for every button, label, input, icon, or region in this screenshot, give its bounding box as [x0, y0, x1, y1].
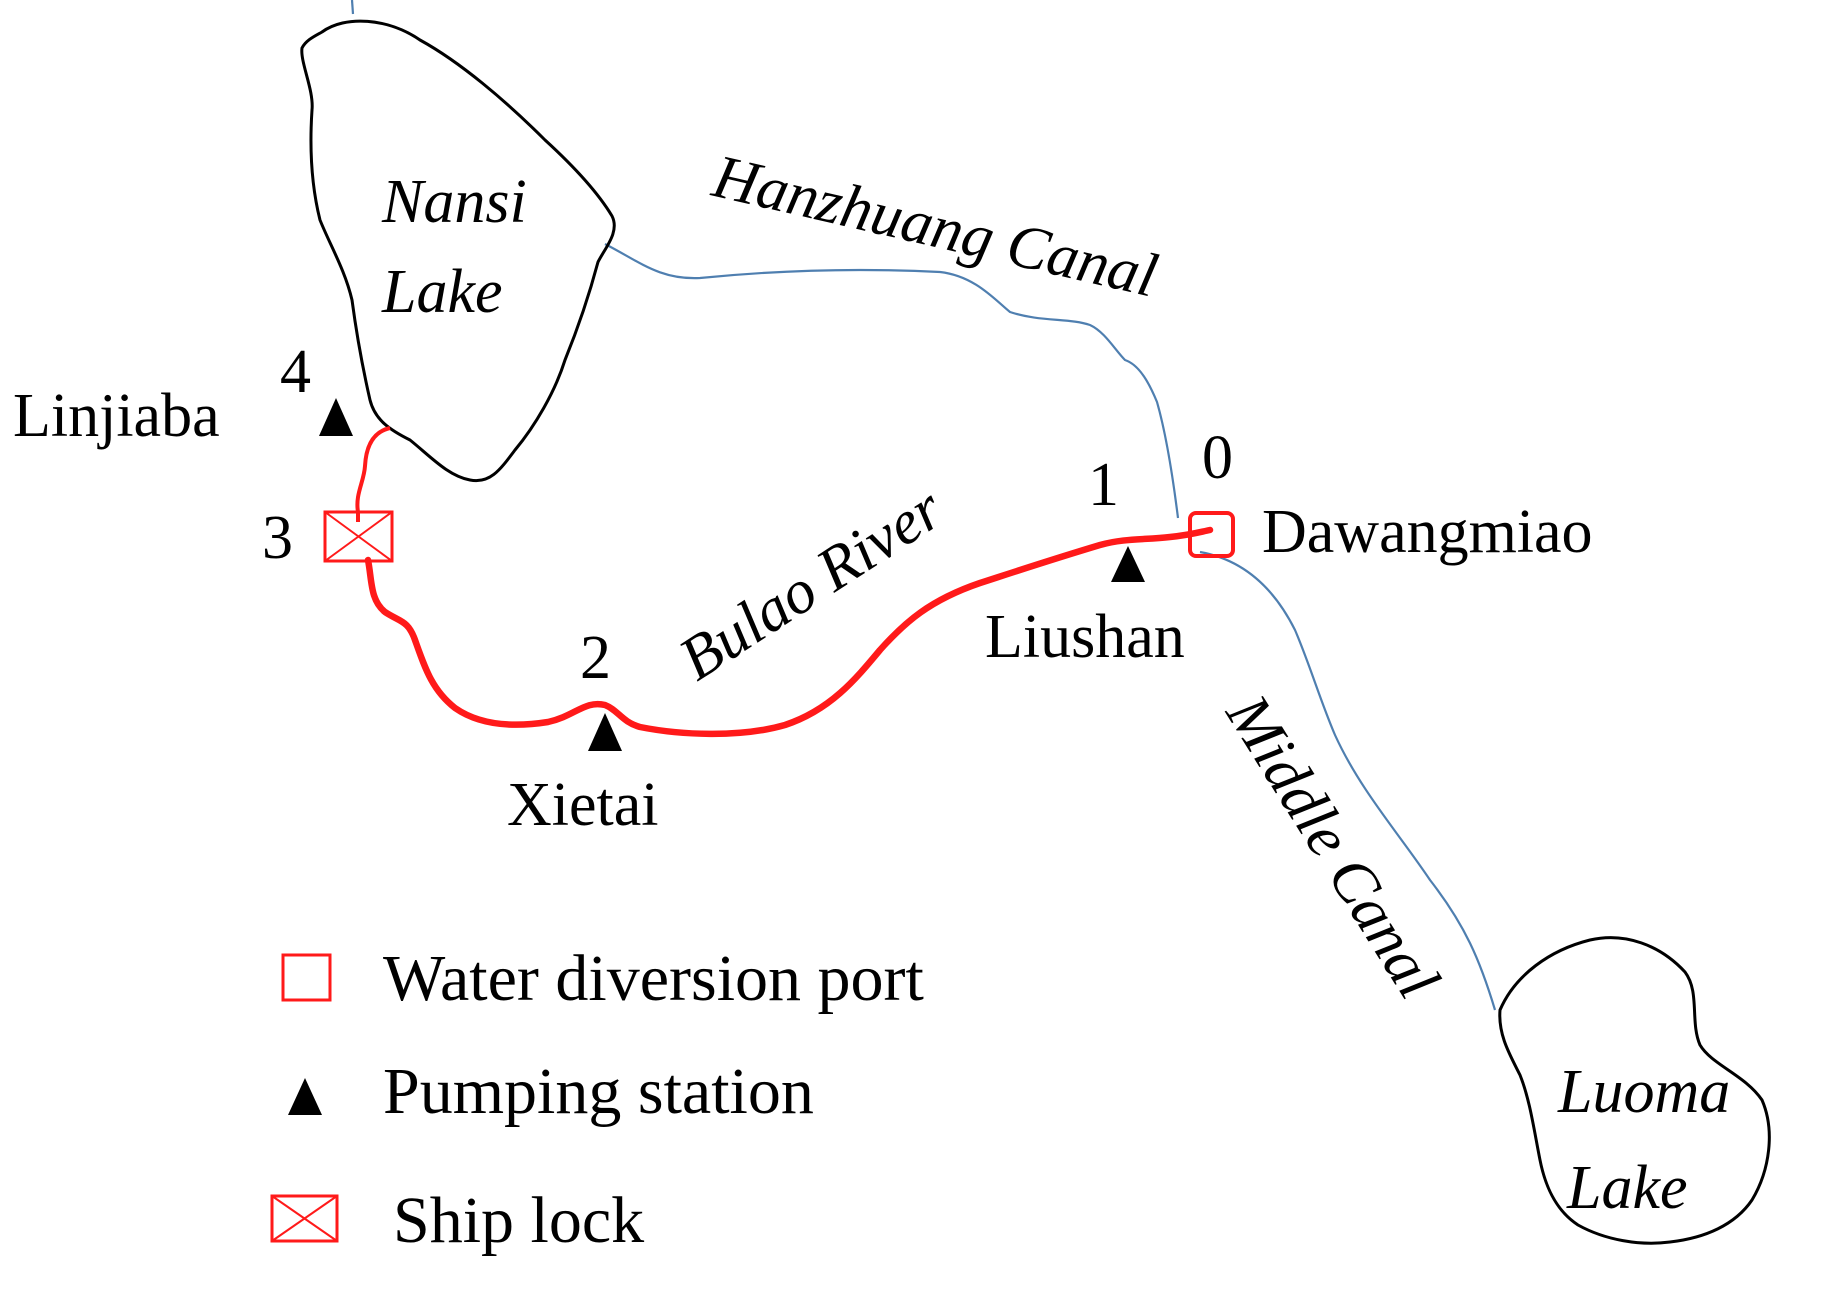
linjiaba-to-lock-line: [355, 426, 391, 522]
nansi-lake-label-2: Lake: [381, 258, 503, 326]
legend-pumping-station-label: Pumping station: [383, 1055, 814, 1128]
ship-lock-number: 3: [262, 504, 293, 572]
linjiaba-pump-icon: [319, 398, 353, 436]
bulao-route: [355, 426, 1214, 738]
legend-diversion-port-icon: [281, 953, 332, 1002]
nansi-lake-label-1: Nansi: [381, 168, 527, 236]
hanzhuang-canal-line: [604, 243, 1180, 519]
xietai-pump-icon: [588, 713, 622, 751]
dawangmiao-number: 0: [1202, 424, 1233, 492]
north-stub-line: [350, 0, 355, 15]
linjiaba-label: Linjiaba: [13, 382, 220, 450]
legend-diversion-port-label: Water diversion port: [383, 942, 924, 1015]
middle-canal-line: [1199, 550, 1497, 1011]
linjiaba-number: 4: [280, 338, 311, 406]
legend-pumping-station-icon: [288, 1078, 322, 1115]
legend: Water diversion port Pumping station Shi…: [270, 942, 924, 1257]
legend-ship-lock-icon: [270, 1194, 339, 1243]
nansi-lake-outline: [300, 19, 616, 483]
liushan-pump-icon: [1111, 546, 1145, 582]
xietai-label: Xietai: [507, 771, 659, 839]
bulao-river-line: [364, 526, 1214, 738]
bulao-river-label: Bulao River: [668, 474, 956, 694]
lakes: [300, 19, 1771, 1245]
legend-ship-lock-label: Ship lock: [393, 1184, 644, 1257]
dawangmiao-label: Dawangmiao: [1262, 498, 1593, 566]
liushan-number: 1: [1088, 451, 1119, 519]
luoma-lake-label-2: Lake: [1566, 1154, 1688, 1222]
luoma-lake-label-1: Luoma: [1557, 1058, 1730, 1126]
dawangmiao-port-icon: [1188, 511, 1235, 558]
ship-lock-icon: [323, 510, 394, 563]
hanzhuang-canal-label: Hanzhuang Canal: [706, 142, 1164, 310]
liushan-label: Liushan: [985, 603, 1185, 671]
xietai-number: 2: [580, 624, 611, 692]
luoma-lake-outline: [1498, 936, 1771, 1245]
canals: [350, 0, 1497, 1011]
